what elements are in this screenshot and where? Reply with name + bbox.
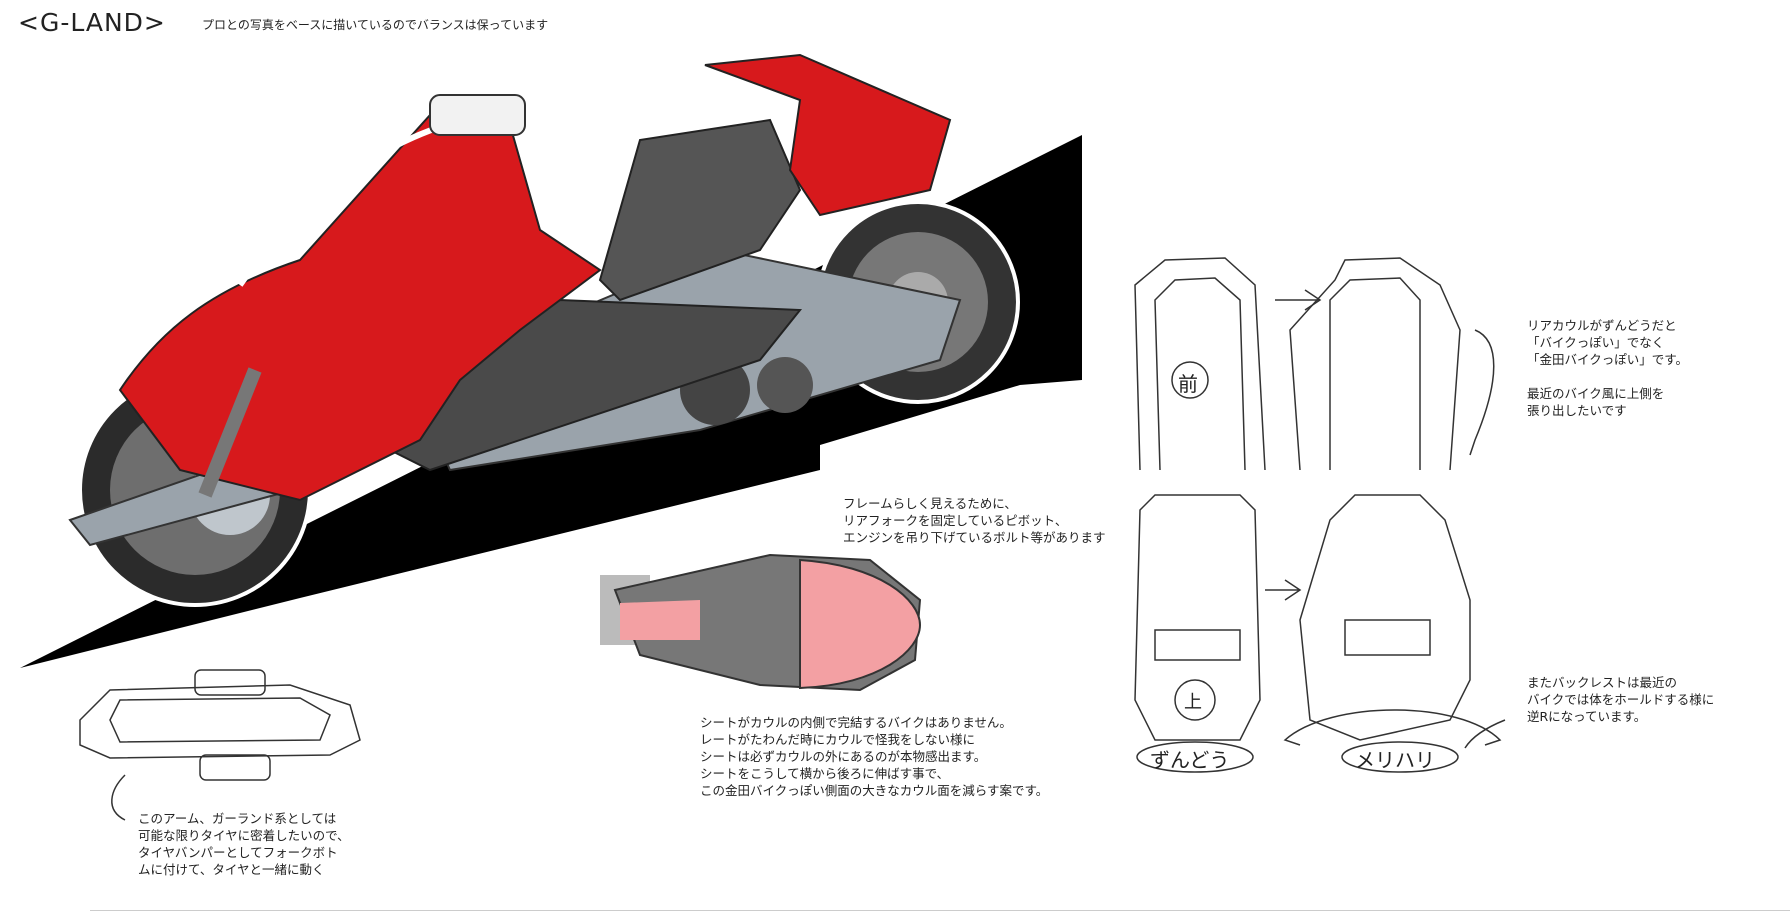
top-view-sketch [600,553,922,692]
label-zundou: ずんどう [1150,748,1230,772]
label-top: 上 [1184,692,1202,713]
note-rear-cowl: リアカウルがずんどうだと 「バイクっぽい」でなく 「金田バイクっぽい」です。 最… [1527,318,1689,418]
note-arm: このアーム、ガーランド系としては 可能な限りタイヤに密着したいので、 タイヤバン… [138,811,350,877]
page-title: <G-LAND> [18,8,166,37]
note-frame: フレームらしく見えるために、 リアフォークを固定しているピボット、 エンジンを吊… [843,496,1106,545]
motorcycle-illustration [68,53,1020,607]
page-subtitle: プロとの写真をベースに描いているのでバランスは保っています [202,18,549,32]
note-backrest: またバックレストは最近の バイクでは体をホールドする様に 逆Rになっています。 [1527,675,1715,724]
rear-cowl-sketches [1134,494,1506,773]
backrest-sketches [1134,257,1495,471]
arm-sketch [79,669,361,821]
bottom-divider [90,910,1790,911]
label-front: 前 [1178,372,1198,396]
note-seat: シートがカウルの内側で完結するバイクはありません。 レートがたわんだ時にカウルで… [700,715,1049,798]
label-merihari: メリハリ [1355,748,1435,772]
